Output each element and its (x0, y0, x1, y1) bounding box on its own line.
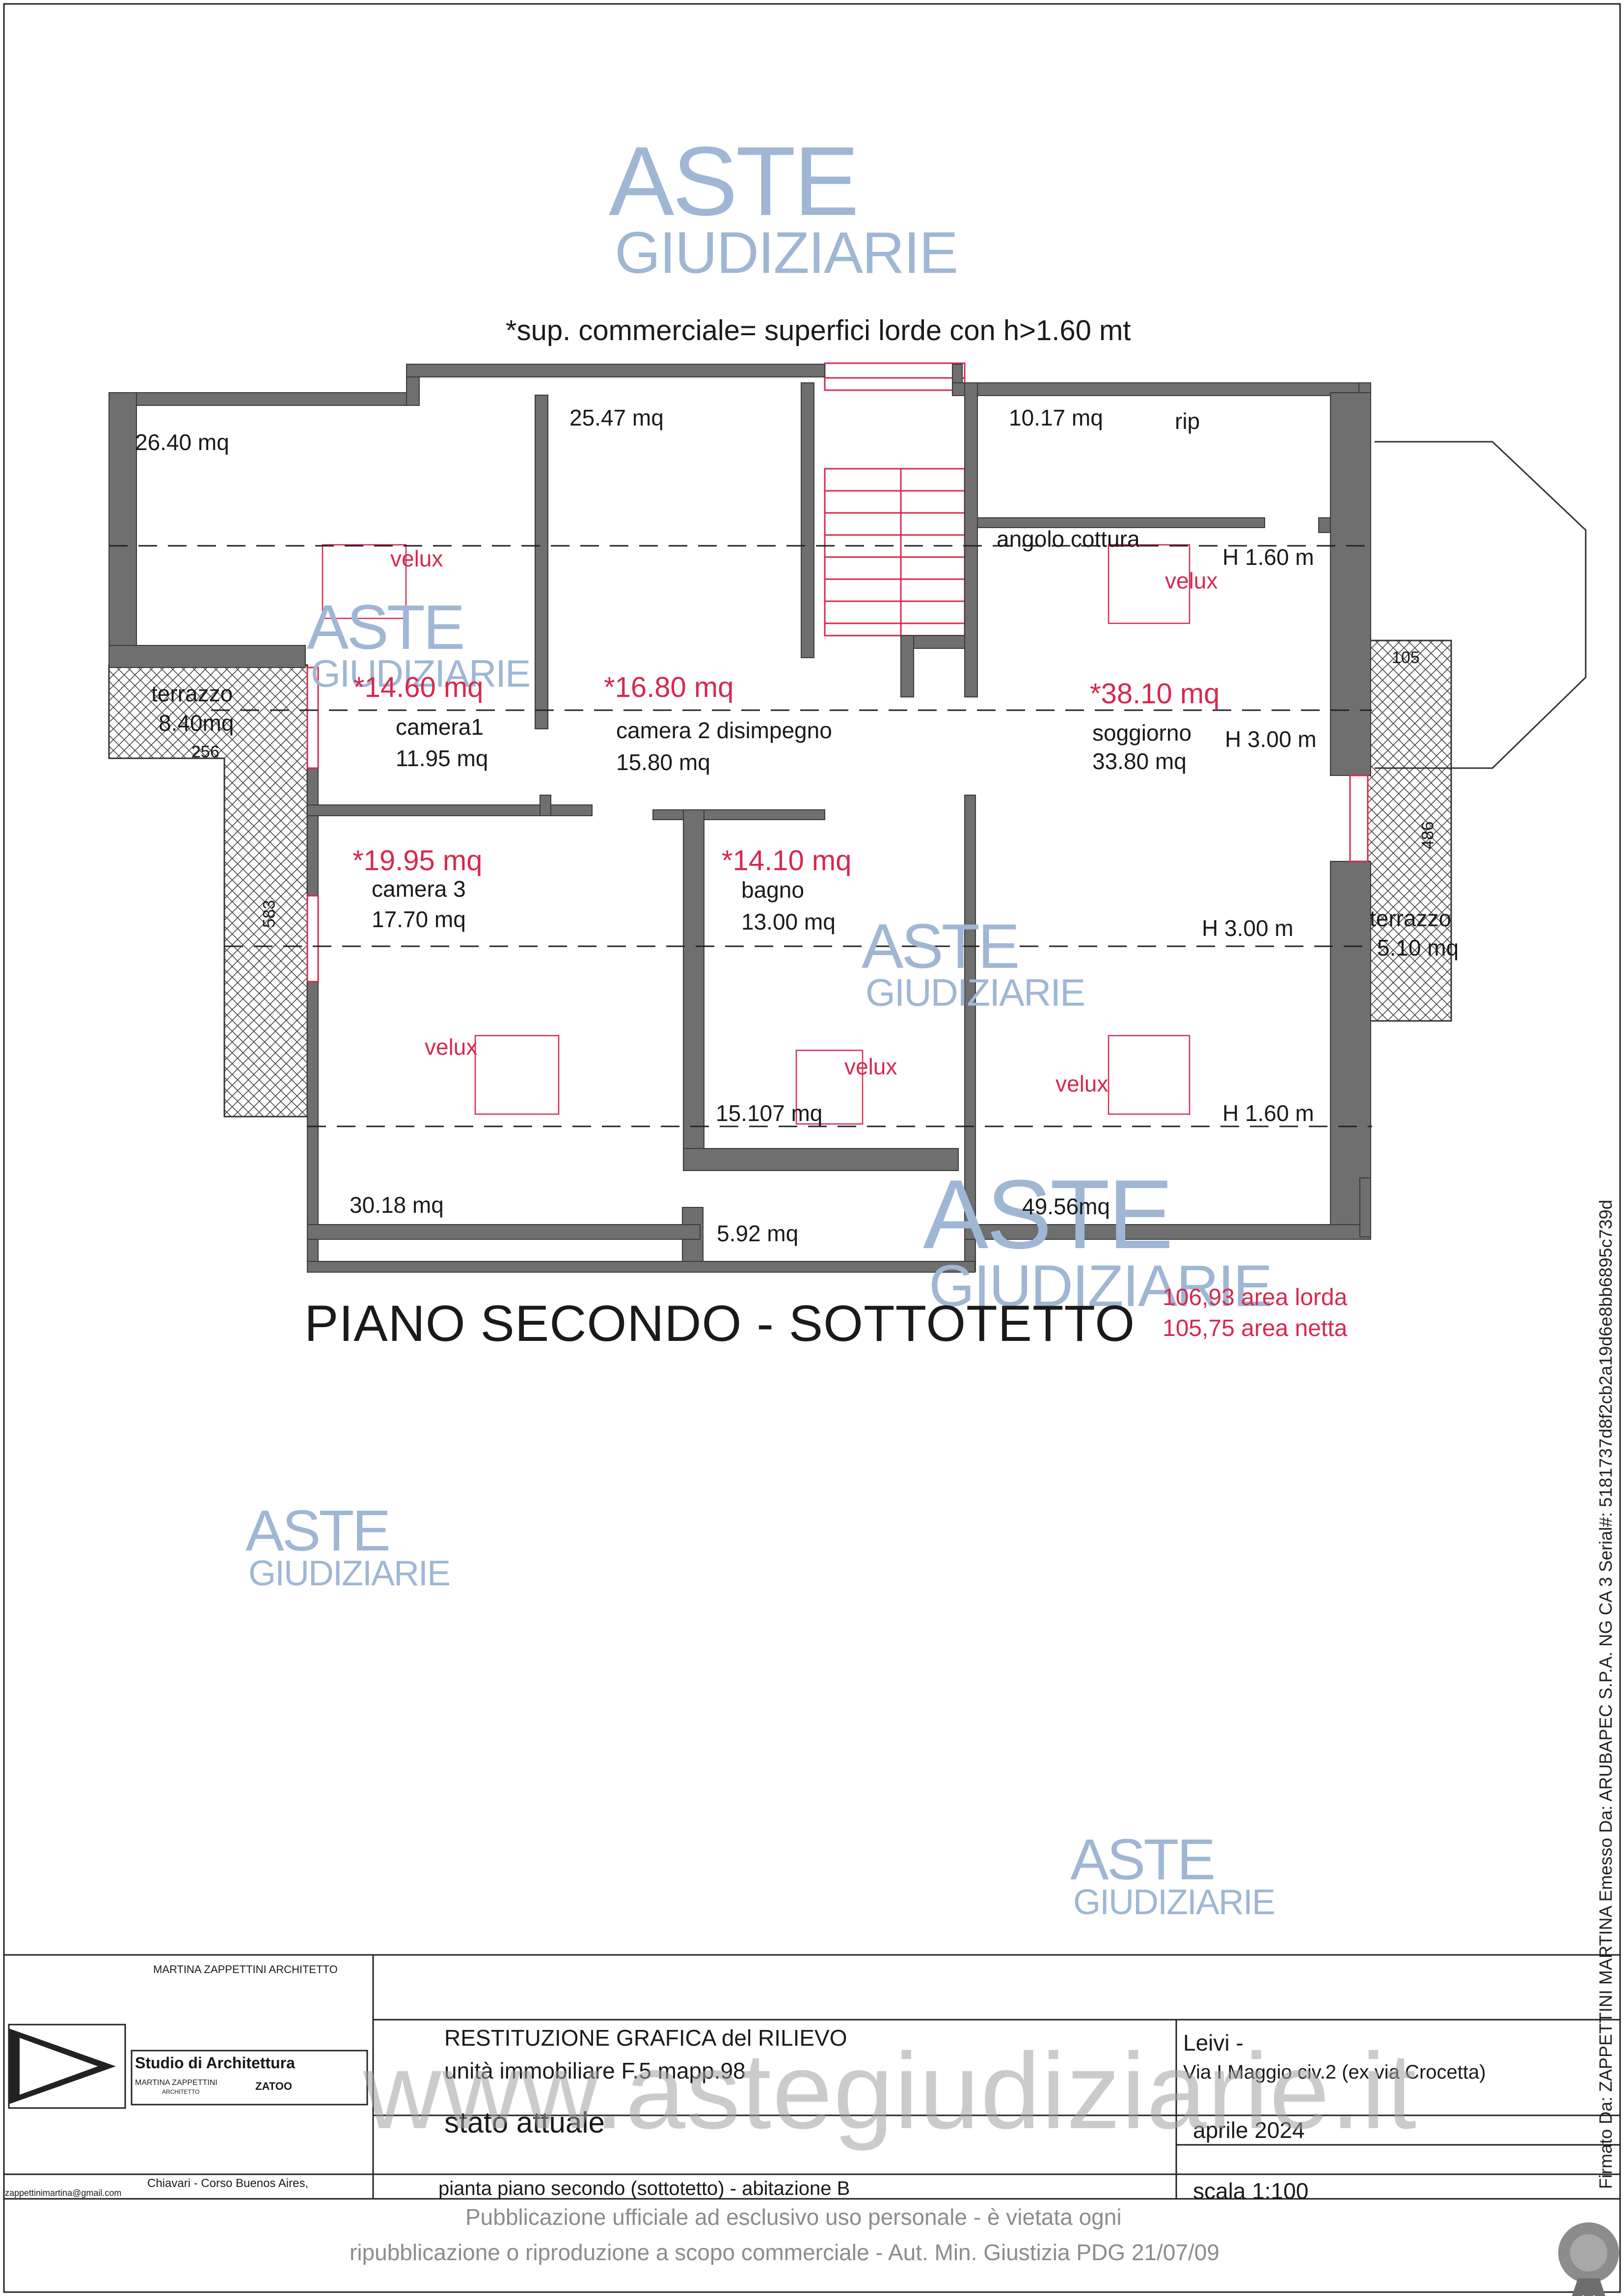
commercial-area: *14.10 mq (722, 845, 852, 877)
commercial-area: *19.95 mq (352, 845, 483, 877)
giudiziarie-word: GIUDIZIARIE (866, 971, 1085, 1014)
drawing-description: pianta piano secondo (sottotetto) - abit… (438, 2178, 850, 2199)
height-label: H 1.60 m (1222, 544, 1314, 570)
giudiziarie-word: GIUDIZIARIE (615, 220, 958, 286)
seal-icon (1558, 2222, 1619, 2296)
studio-name: MARTINA ZAPPETTINI (135, 2079, 217, 2087)
windows (306, 667, 1369, 983)
dimension-label: 583 (260, 900, 279, 928)
bay-window (1375, 441, 1587, 769)
area-label: 26.40 mq (135, 429, 229, 455)
digital-signature: Firmato Da: ZAPPETTINI MARTINA Emesso Da… (1596, 1200, 1616, 2189)
room-label-rip: rip (1175, 408, 1200, 434)
page-border (3, 3, 1621, 2293)
studio-email: zappettinimartina@gmail.com (5, 2188, 122, 2198)
location-address: Via I Maggio civ.2 (ex via Crocetta) (1183, 2061, 1486, 2083)
studio-title: Studio di Architettura (135, 2054, 295, 2072)
drawing-date: aprile 2024 (1193, 2117, 1305, 2143)
plan-title: PIANO SECONDO - SOTTOTETTO (304, 1295, 1136, 1352)
aste-word: ASTE (862, 911, 1020, 982)
room-area: 15.80 mq (616, 749, 710, 775)
studio-sub: ARCHITETTO (162, 2088, 200, 2095)
height-label: H 1.60 m (1222, 1100, 1314, 1126)
giudiziarie-word: GIUDIZIARIE (1073, 1883, 1275, 1922)
aste-word: ASTE (245, 1498, 391, 1563)
area-label: 10.17 mq (1009, 405, 1103, 430)
terrace-right (1367, 640, 1452, 1022)
aste-word: ASTE (923, 1160, 1173, 1269)
commercial-area: *14.60 mq (353, 671, 484, 703)
dimension-label: 486 (1418, 821, 1437, 850)
site-watermark: www.astegiudiziarie.it (363, 2030, 1418, 2151)
aste-word: ASTE (1070, 1827, 1216, 1892)
area-label: 15.107 mq (716, 1100, 823, 1126)
room-label-camera3: camera 3 (372, 876, 466, 902)
walls (108, 364, 1371, 1273)
commercial-area: *38.10 mq (1090, 678, 1220, 710)
giudiziarie-word: GIUDIZIARIE (311, 652, 531, 695)
area-label: 5.92 mq (717, 1221, 799, 1246)
room-area: 33.80 mq (1092, 748, 1187, 774)
publication-notice-line2: ripubblicazione o riproduzione a scopo c… (350, 2240, 1219, 2265)
terrace-area: 5.10 mq (1377, 935, 1459, 961)
commercial-area: *16.80 mq (604, 671, 734, 703)
velux-boxes (322, 544, 1191, 1125)
zatoo-mark: ZATOO (255, 2080, 292, 2092)
studio-address: Chiavari - Corso Buenos Aires, (147, 2177, 309, 2190)
giudiziarie-word: GIUDIZIARIE (248, 1554, 451, 1593)
terrace-left (108, 664, 308, 1118)
net-area: 105,75 area netta (1163, 1315, 1348, 1341)
gross-area: 106,93 area lorda (1163, 1284, 1348, 1310)
room-label-bagno: bagno (741, 877, 804, 903)
giudiziarie-word: GIUDIZIARIE (929, 1253, 1272, 1319)
architect-name: MARTINA ZAPPETTINI ARCHITETTO (153, 1963, 338, 1976)
title-block (4, 1954, 1620, 2200)
staircase (824, 362, 966, 637)
room-label-soggiorno: soggiorno (1092, 720, 1192, 746)
commercial-area-note: *sup. commerciale= superfici lorde con h… (506, 315, 1131, 347)
terrace-label: terrazzo (151, 681, 233, 706)
terrace-label: terrazzo (1370, 906, 1452, 931)
drawing-scale: scala 1:100 (1193, 2178, 1309, 2204)
aste-word: ASTE (307, 592, 465, 663)
height-label: H 3.00 m (1202, 915, 1294, 941)
studio-logo (8, 2024, 368, 2109)
publication-notice-line1: Pubblicazione ufficiale ad esclusivo uso… (465, 2204, 1122, 2230)
room-area: 11.95 mq (396, 746, 488, 771)
room-area: 17.70 mq (372, 907, 466, 932)
dimension-label: 256 (191, 743, 219, 761)
dimension-label: 105 (1392, 648, 1420, 667)
velux-label: velux (1165, 568, 1218, 593)
velux-label: velux (844, 1054, 897, 1079)
drawing-subtitle: unità immobiliare F.5 mapp.98 (444, 2058, 746, 2083)
terrace-area: 8.40mq (159, 710, 234, 736)
area-label: 49.56mq (1022, 1194, 1110, 1219)
aste-word: ASTE (609, 127, 859, 236)
area-label: 30.18 mq (350, 1192, 444, 1218)
room-label-angolo-cottura: angolo cottura (997, 526, 1140, 552)
height-label: H 3.00 m (1225, 726, 1317, 752)
drawing-state: stato attuale (444, 2106, 605, 2139)
drawing-title: RESTITUZIONE GRAFICA del RILIEVO (444, 2025, 847, 2051)
height-lines (109, 545, 1372, 1127)
room-label-camera2: camera 2 disimpegno (616, 718, 832, 743)
area-label: 25.47 mq (569, 405, 664, 430)
room-area: 13.00 mq (741, 909, 836, 934)
room-label-camera1: camera1 (396, 714, 484, 740)
location-town: Leivi - (1183, 2030, 1244, 2056)
velux-label: velux (425, 1034, 478, 1060)
velux-label: velux (390, 546, 443, 571)
velux-label: velux (1056, 1071, 1109, 1096)
